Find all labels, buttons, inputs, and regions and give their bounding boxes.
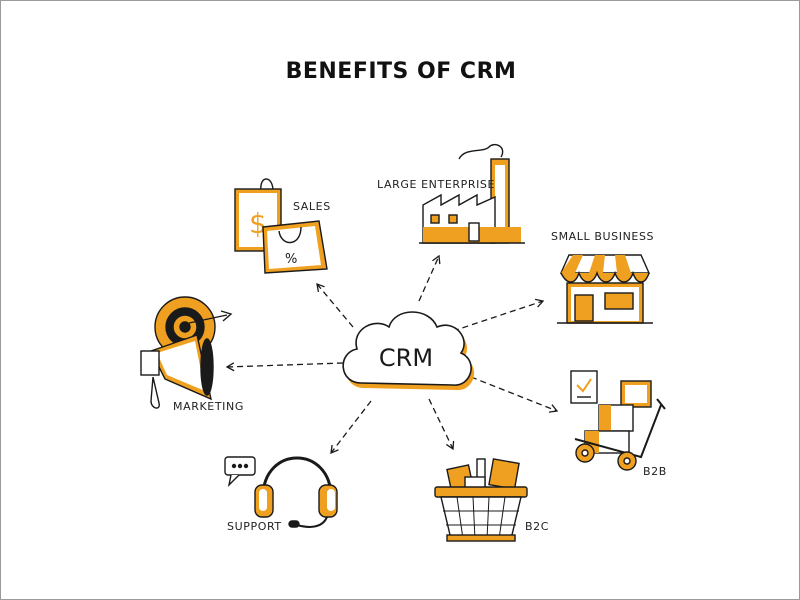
storefront-icon xyxy=(557,254,653,324)
factory-icon xyxy=(419,143,525,244)
arrow-to-support xyxy=(330,400,372,455)
arrow-to-marketing xyxy=(225,362,344,372)
svg-text:$: $ xyxy=(249,207,267,240)
node-label-support: SUPPORT xyxy=(227,520,282,533)
node-label-small-business: SMALL BUSINESS xyxy=(551,230,655,243)
hand-truck-icon xyxy=(570,370,666,471)
node-label-b2b: B2B xyxy=(643,465,667,478)
crm-label: CRM xyxy=(378,344,434,372)
arrow-to-small-business xyxy=(452,298,545,332)
cloud-icon xyxy=(342,311,475,391)
arrow-to-b2c xyxy=(428,398,455,451)
shopping-bags-icon: $ % xyxy=(234,178,328,274)
svg-text:%: % xyxy=(285,252,297,267)
connector-arrows xyxy=(225,254,559,455)
node-label-sales: SALES xyxy=(293,200,331,213)
headset-icon xyxy=(224,456,338,528)
node-label-b2c: B2C xyxy=(525,520,550,533)
arrow-to-b2b xyxy=(470,376,559,413)
page-title: BENEFITS OF CRM xyxy=(285,59,517,84)
arrow-to-large-enterprise xyxy=(418,254,441,302)
node-label-marketing: MARKETING xyxy=(173,400,244,413)
arrow-to-sales xyxy=(316,282,354,328)
basket-icon xyxy=(434,458,528,542)
node-label-large-enterprise: LARGE ENTERPRISE xyxy=(377,178,496,191)
megaphone-target-icon xyxy=(140,296,233,409)
